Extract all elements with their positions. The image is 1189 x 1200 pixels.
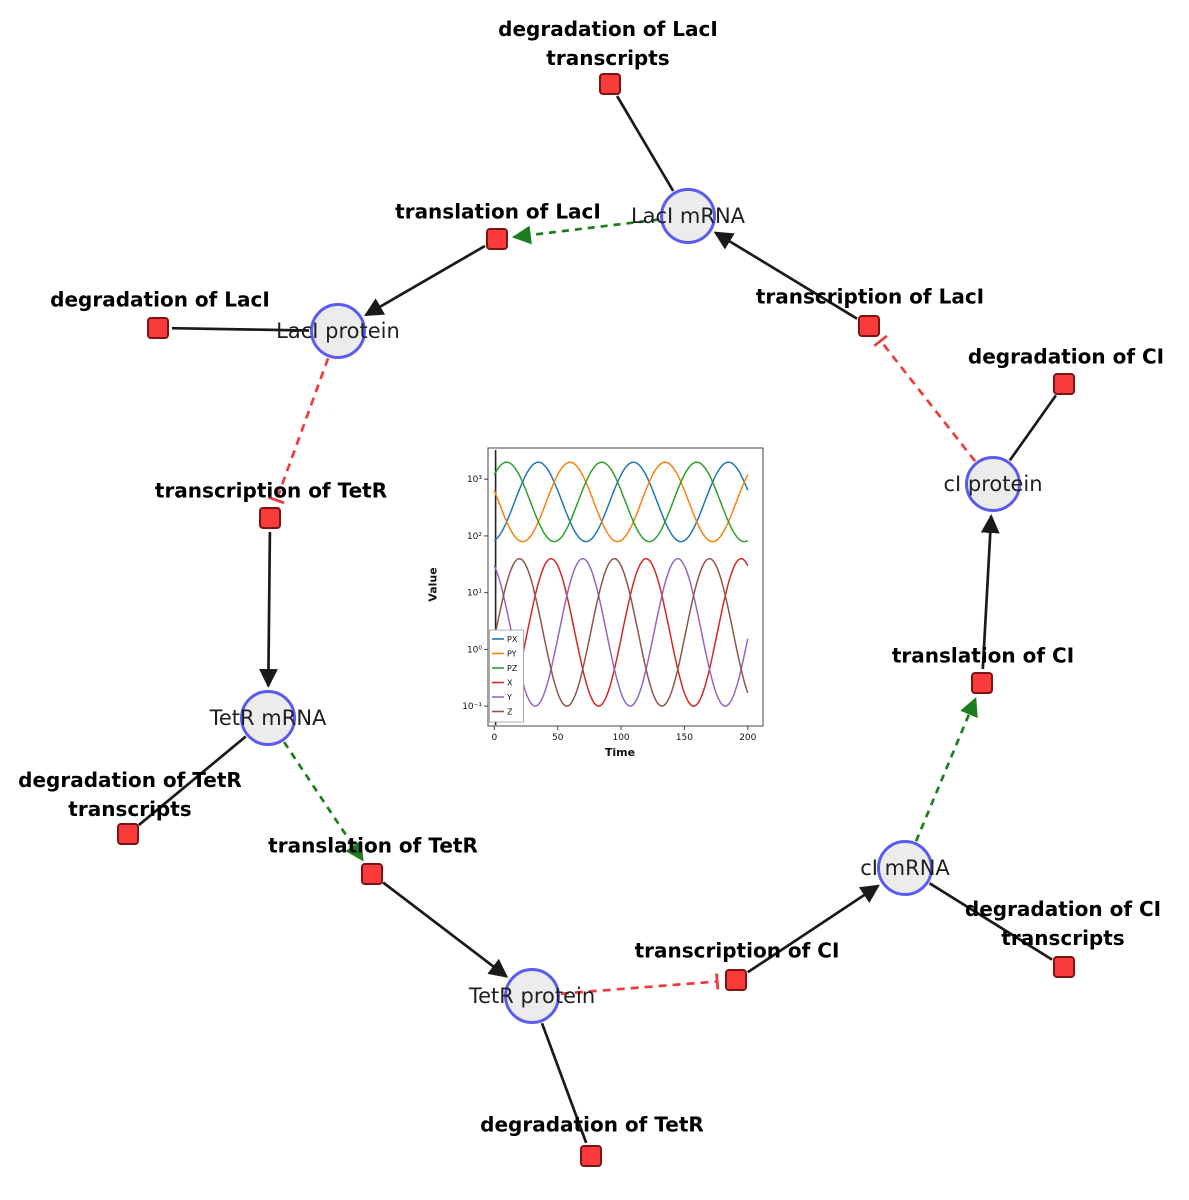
edge-production-txn_TetR-to-TetR_mRNA	[259, 531, 278, 688]
chart-y-tick-label: 10⁻¹	[462, 702, 482, 712]
chart-x-tick-label: 100	[612, 733, 629, 743]
chart-series-X	[493, 557, 749, 707]
edge-production-transl_LacI-to-LacI_protein	[364, 244, 486, 317]
chart-legend-box	[489, 629, 524, 723]
reaction-node-deg_LacI_tx[interactable]	[599, 73, 621, 95]
edge-production-transl_CI-to-cI_protein	[980, 514, 1000, 670]
chart-legend-label-X: X	[507, 679, 513, 688]
edge-inhibition-TetR_protein-to-txn_CI	[560, 973, 720, 996]
species-node-cI_protein[interactable]	[965, 456, 1021, 512]
edge-modifier-cI_mRNA-to-transl_CI	[914, 696, 978, 842]
reaction-node-deg_TetR[interactable]	[580, 1145, 602, 1167]
reaction-node-transl_CI[interactable]	[971, 672, 993, 694]
reaction-node-deg_CI[interactable]	[1053, 373, 1075, 395]
chart-series-PZ	[493, 461, 749, 543]
edge-consumption-TetR_mRNA-to-deg_TetR_tx	[137, 735, 247, 827]
edge-inhibition-LacI_protein-to-txn_TetR	[268, 357, 330, 505]
species-node-LacI_protein[interactable]	[310, 303, 366, 359]
chart-y-tick-label: 10²	[467, 532, 482, 542]
chart-x-tick-label: 150	[676, 733, 693, 743]
chart-frame	[487, 447, 764, 727]
chart-x-tick-label: 0	[491, 733, 497, 743]
species-node-TetR_protein[interactable]	[504, 968, 560, 1024]
reaction-node-deg_LacI[interactable]	[147, 317, 169, 339]
chart-x-tick-label: 50	[552, 733, 564, 743]
chart-legend-label-Z: Z	[507, 708, 513, 717]
edge-consumption-LacI_mRNA-to-deg_LacI_tx	[615, 95, 675, 192]
chart-x-tick-label: 200	[739, 733, 756, 743]
reaction-node-transl_LacI[interactable]	[486, 228, 508, 250]
species-node-cI_mRNA[interactable]	[877, 840, 933, 896]
edge-modifier-TetR_mRNA-to-transl_TetR	[282, 741, 364, 862]
species-node-LacI_mRNA[interactable]	[660, 188, 716, 244]
chart-legend-label-PX: PX	[507, 635, 518, 644]
edge-consumption-cI_mRNA-to-deg_CI_tx	[928, 882, 1053, 961]
chart-series-PY	[493, 461, 749, 543]
chart-y-tick-label: 10³	[467, 475, 482, 485]
chart-y-tick-label: 10¹	[467, 589, 482, 599]
edge-consumption-TetR_protein-to-deg_TetR	[540, 1022, 588, 1144]
reaction-node-deg_TetR_tx[interactable]	[117, 823, 139, 845]
edge-production-txn_LacI-to-LacI_mRNA	[713, 231, 858, 320]
chart-x-axis-label: Time	[604, 746, 636, 759]
edge-production-txn_CI-to-cI_mRNA	[746, 884, 880, 974]
chart-y-tick-label: 10⁰	[467, 645, 482, 655]
reaction-node-txn_TetR[interactable]	[259, 507, 281, 529]
reaction-node-txn_LacI[interactable]	[858, 315, 880, 337]
chart-y-axis-label: Value	[426, 567, 440, 602]
inset-chart-svg: 10⁻¹ 10⁰ 10¹ 10² 10³ 0 50 100 150 200 PX PY PZ XYZ	[462, 447, 764, 743]
chart-series-Y	[493, 557, 749, 707]
reaction-node-transl_TetR[interactable]	[361, 863, 383, 885]
edge-inhibition-cI_protein-to-txn_LacI	[873, 334, 977, 463]
chart-legend-label-Y: Y	[506, 693, 512, 702]
species-node-TetR_mRNA[interactable]	[240, 690, 296, 746]
edge-production-transl_TetR-to-TetR_protein	[382, 881, 509, 978]
reaction-node-txn_CI[interactable]	[725, 969, 747, 991]
chart-series-PX	[493, 461, 749, 543]
chart-legend-label-PY: PY	[507, 650, 517, 659]
edge-consumption-LacI_protein-to-deg_LacI	[171, 326, 310, 332]
edge-modifier-LacI_mRNA-to-transl_LacI	[512, 218, 660, 245]
chart-legend-label-PZ: PZ	[507, 664, 518, 673]
reaction-node-deg_CI_tx[interactable]	[1053, 956, 1075, 978]
edge-consumption-cI_protein-to-deg_CI	[1008, 394, 1058, 462]
chart-series-Z	[493, 557, 749, 707]
